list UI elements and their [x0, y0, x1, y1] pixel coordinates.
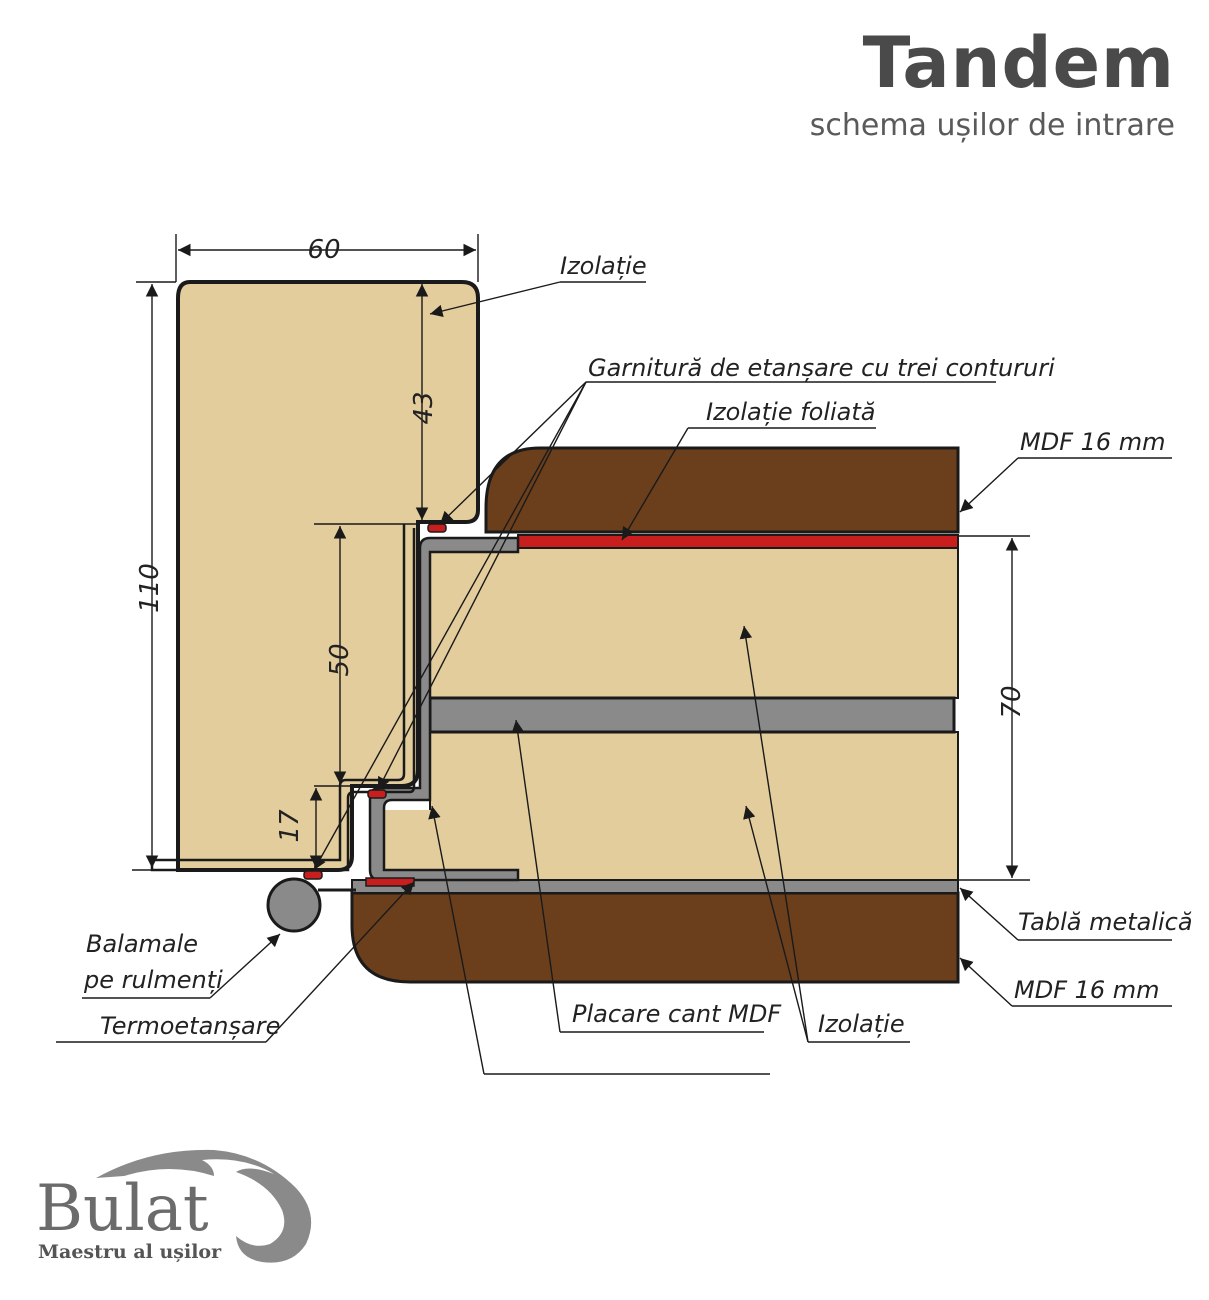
leaf-edge-profile [368, 536, 520, 882]
metal-sheet [351, 879, 959, 894]
label-mdf-edge: Placare cant MDF [572, 1000, 782, 1028]
seal-top [427, 523, 447, 533]
mdf-bottom-panel [350, 891, 960, 984]
label-insulation-bottom: Izolație [818, 1010, 905, 1038]
label-insulation-top: Izolație [560, 252, 647, 280]
mdf-top-panel [484, 446, 960, 534]
dim-frame-height: 110 [135, 563, 165, 613]
brand-logo: Bulat Maestru al ușilor [36, 1149, 312, 1263]
label-hinges-line1: Balamale [86, 930, 198, 958]
dim-rebate-depth: 50 [325, 643, 355, 676]
dim-leaf-thickness: 70 [997, 685, 1027, 718]
leaf-insulation-lower [429, 731, 959, 881]
label-thermo-seal: Termoetanșare [100, 1012, 280, 1040]
label-metal-sheet: Tablă metalică [1018, 908, 1193, 936]
leaf-insulation-upper [429, 547, 959, 699]
seal-bottom [303, 870, 323, 880]
lion-head-mark [96, 1149, 312, 1263]
dim-frame-width: 60 [307, 235, 340, 265]
page-subtitle: schema ușilor de intrare [809, 108, 1175, 143]
label-triple-seal: Garnitură de etanșare cu trei contururi [588, 354, 1055, 382]
foil-insulation-strip [517, 534, 959, 549]
thermo-seal [365, 877, 415, 887]
hinge-bearing [266, 877, 322, 933]
page-title: Tandem [862, 22, 1175, 104]
brand-name: Bulat [36, 1172, 209, 1246]
dim-lower-step: 17 [275, 809, 305, 843]
dimension-lines [132, 234, 1030, 881]
label-mdf-bottom: MDF 16 mm [1014, 976, 1160, 1004]
seal-middle [367, 789, 387, 799]
label-mdf-top: MDF 16 mm [1020, 428, 1166, 456]
leaf-metal-profile [428, 696, 956, 734]
label-hinges-line2: pe rulmenți [83, 966, 223, 994]
dim-upper-depth: 43 [409, 391, 439, 424]
leader-lines [56, 281, 1172, 1075]
label-foil-insulation: Izolație foliată [706, 398, 876, 426]
brand-tagline: Maestru al ușilor [38, 1241, 222, 1263]
